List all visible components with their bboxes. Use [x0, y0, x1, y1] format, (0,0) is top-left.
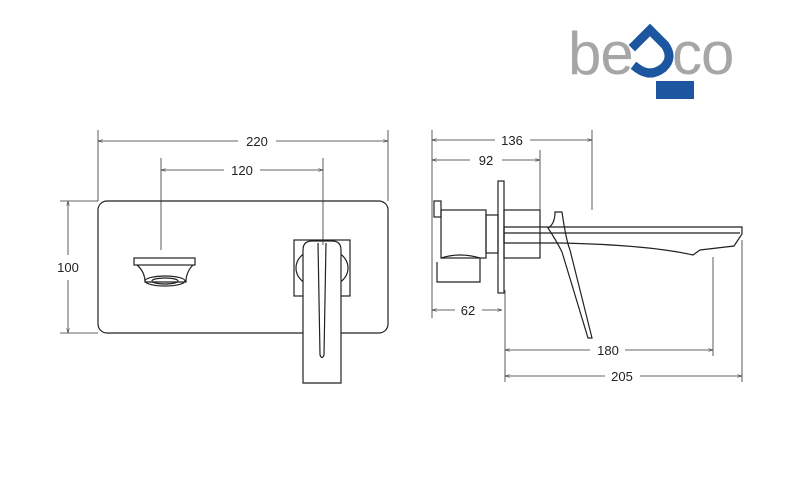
outlet-icon	[133, 257, 196, 287]
logo-drop-icon	[628, 23, 674, 78]
dimension-220: 220	[97, 130, 389, 201]
logo-text-co: co	[672, 20, 733, 87]
handle-icon	[293, 239, 351, 384]
side-view: 136 92 62 180 205	[431, 130, 743, 384]
logo-text-be: be	[568, 20, 633, 87]
dim-label-120: 120	[231, 163, 253, 178]
besco-logo: be co	[568, 20, 734, 99]
wall-plate	[97, 200, 389, 334]
dimension-180: 180	[504, 257, 714, 382]
dim-label-136: 136	[501, 133, 523, 148]
dim-label-62: 62	[461, 303, 475, 318]
dimension-120: 120	[160, 158, 324, 250]
dim-label-220: 220	[246, 134, 268, 149]
dimension-205: 205	[505, 240, 743, 384]
dimension-62: 62	[432, 303, 502, 318]
logo-square	[656, 81, 694, 99]
dimension-92: 92	[432, 150, 541, 215]
dim-label-180: 180	[597, 343, 619, 358]
lever	[547, 211, 593, 339]
dim-label-100: 100	[57, 260, 79, 275]
dim-label-205: 205	[611, 369, 633, 384]
dim-label-92: 92	[479, 153, 493, 168]
dimension-136: 136	[432, 130, 593, 210]
dimension-100: 100	[57, 200, 98, 334]
front-view: 220 120 100	[57, 130, 389, 384]
